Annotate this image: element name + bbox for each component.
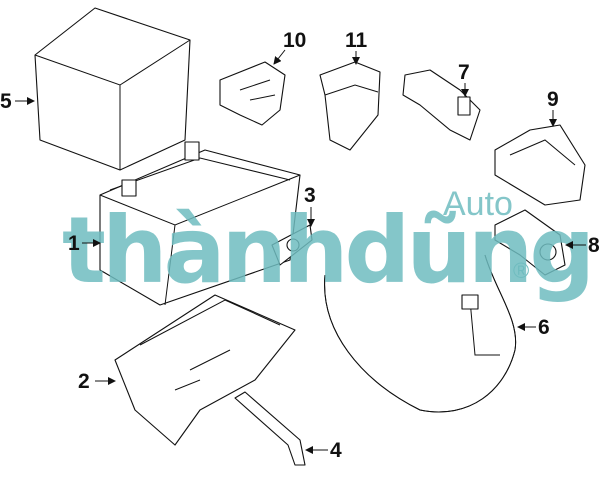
callout-6: 6	[538, 316, 550, 339]
part-8-negative-terminal	[494, 209, 566, 276]
callout-1: 1	[68, 232, 80, 255]
callout-2: 2	[78, 370, 90, 393]
watermark-auto: Auto	[443, 185, 513, 223]
watermark-registered: ®	[513, 258, 529, 283]
callouts: 1 2 3 4 5 6 7 8 9 10 11	[0, 29, 600, 462]
part-7-terminal	[402, 69, 481, 141]
part-5-battery-cover	[34, 7, 191, 171]
watermark: thànhdũng Auto ®	[62, 185, 595, 304]
part-3-hold-down-bracket	[271, 224, 313, 266]
callout-4: 4	[330, 439, 342, 462]
part-1-battery	[99, 141, 301, 306]
callout-11: 11	[345, 29, 368, 52]
part-9-fuse-box	[494, 124, 586, 206]
callout-10: 10	[283, 29, 306, 52]
callout-9: 9	[547, 88, 559, 111]
part-2-battery-tray	[114, 294, 296, 446]
callout-8: 8	[588, 234, 600, 257]
part-4-hold-down-rod	[234, 391, 306, 466]
callout-3: 3	[304, 184, 316, 207]
part-6-battery-cable	[324, 254, 517, 413]
part-11-fuse-holder	[319, 61, 381, 151]
callout-5: 5	[0, 90, 12, 113]
part-10-terminal-cover	[219, 61, 286, 126]
watermark-brand: thànhdũng	[62, 197, 591, 304]
callout-7: 7	[458, 61, 470, 84]
